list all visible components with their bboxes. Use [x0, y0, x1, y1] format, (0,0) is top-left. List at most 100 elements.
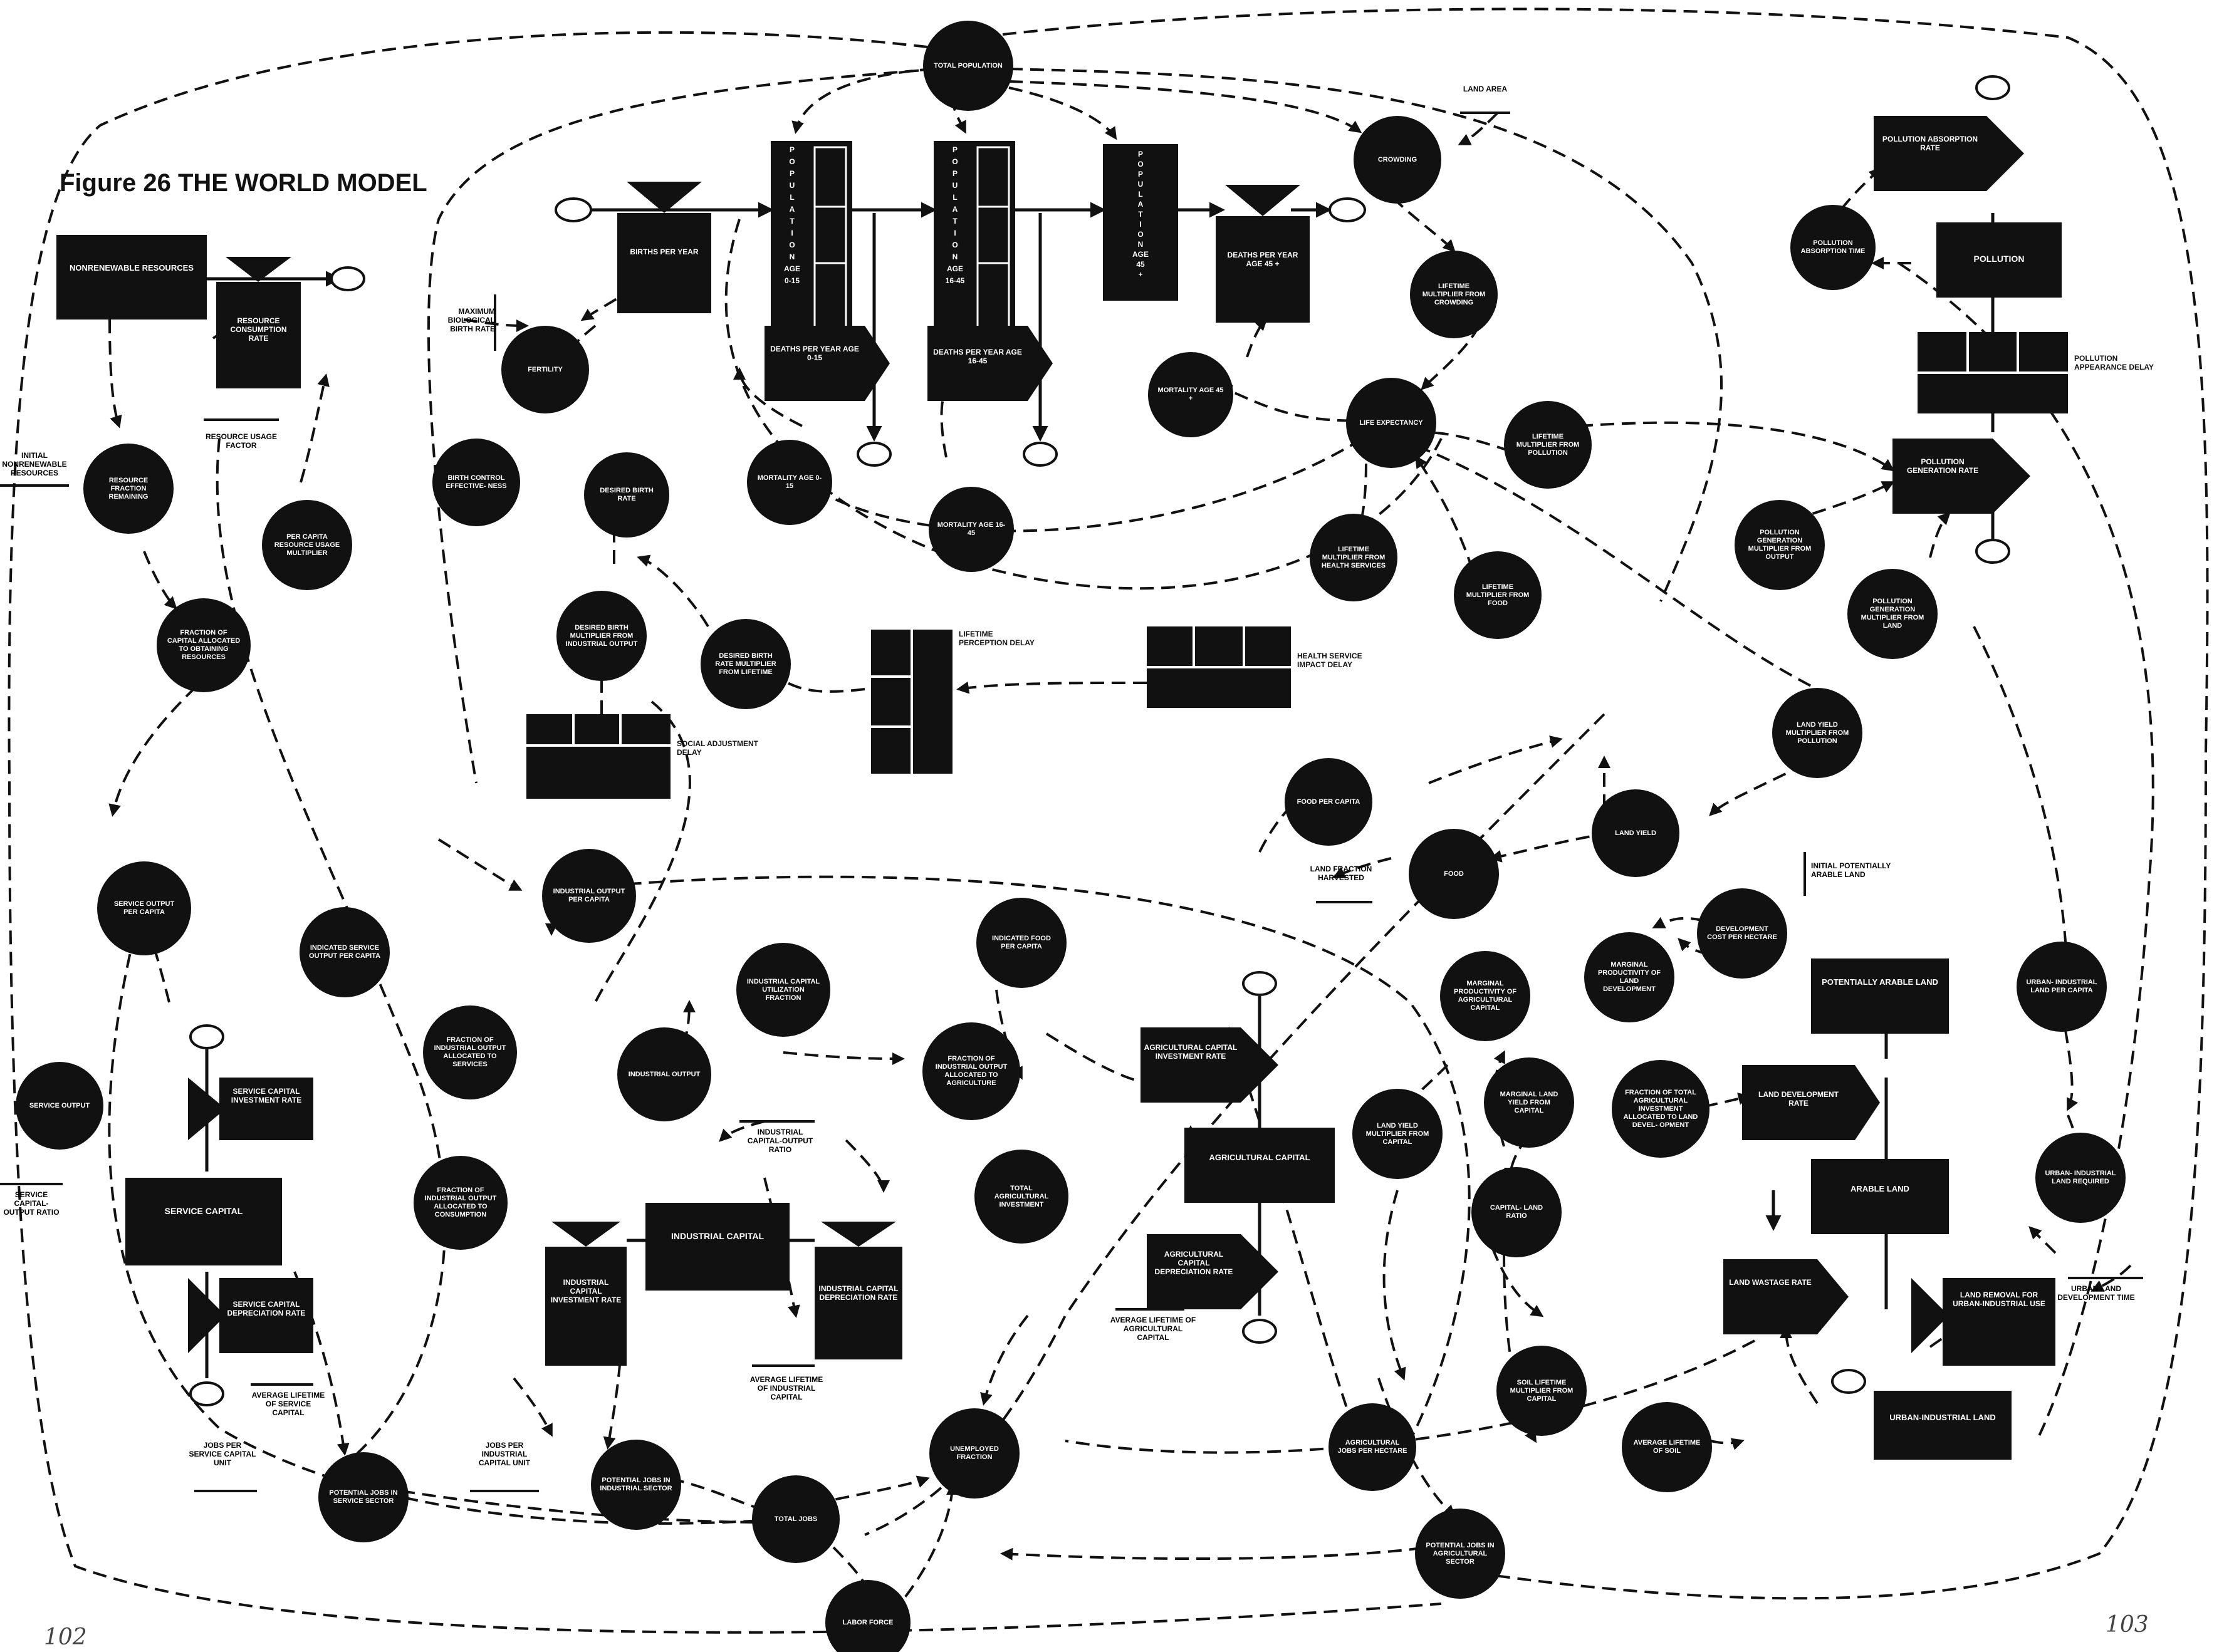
- aux-potential-jobs-agri: POTENTIAL JOBS IN AGRICULTURAL SECTOR: [1415, 1509, 1505, 1599]
- population-45-label: P O P U L A T I O N AGE 45 +: [1132, 150, 1149, 279]
- crowding-label: CROWDING: [1377, 155, 1417, 164]
- aux-total-jobs: TOTAL JOBS: [752, 1475, 840, 1563]
- land-yield-mult-capital-label: LAND YIELD MULTIPLIER FROM CAPITAL: [1365, 1121, 1429, 1146]
- aux-industrial-utilization: INDUSTRIAL CAPITAL UTILIZATION FRACTION: [736, 943, 830, 1037]
- service-capital-output-ratio-label: SERVICE CAPITAL-OUTPUT RATIO: [3, 1190, 60, 1217]
- jobs-per-industrial-unit-label: JOBS PER INDUSTRIAL CAPITAL UNIT: [478, 1441, 531, 1467]
- marginal-productivity-land-label: MARGINAL PRODUCTIVITY OF LAND DEVELOPMEN…: [1597, 961, 1661, 993]
- aux-average-lifetime-soil: AVERAGE LIFETIME OF SOIL: [1622, 1402, 1712, 1492]
- food-per-capita-label: FOOD PER CAPITA: [1297, 797, 1360, 806]
- cloud-icon: [1328, 197, 1366, 222]
- desired-birth-mult-lifetime-label: DESIRED BIRTH RATE MULTIPLIER FROM LIFET…: [715, 652, 776, 676]
- rate-land-wastage: LAND WASTAGE RATE: [1723, 1259, 1849, 1334]
- aux-potential-jobs-service: POTENTIAL JOBS IN SERVICE SECTOR: [318, 1452, 409, 1542]
- total-population-label: TOTAL POPULATION: [934, 61, 1003, 70]
- rate-deaths-16-45: DEATHS PER YEAR AGE 16-45: [927, 326, 1053, 401]
- industrial-utilization-label: INDUSTRIAL CAPITAL UTILIZATION FRACTION: [746, 977, 820, 1002]
- stock-service-capital: SERVICE CAPITAL: [125, 1178, 282, 1265]
- development-cost-label: DEVELOPMENT COST PER HECTARE: [1707, 925, 1777, 941]
- urban-development-time-label: URBAN LAND DEVELOPMENT TIME: [2057, 1284, 2135, 1302]
- mortality-16-45-label: MORTALITY AGE 16-45: [937, 521, 1006, 537]
- desired-birth-rate-label: DESIRED BIRTH RATE: [600, 487, 654, 502]
- resource-fraction-label: RESOURCE FRACTION REMAINING: [108, 476, 149, 501]
- delay-social-adjustment: SOCIAL ADJUSTMENT DELAY: [526, 714, 758, 799]
- marginal-productivity-ag-label: MARGINAL PRODUCTIVITY OF AGRICULTURAL CA…: [1453, 980, 1516, 1012]
- average-lifetime-agricultural-label: AVERAGE LIFETIME OF AGRICULTURAL CAPITAL: [1110, 1316, 1196, 1342]
- page-number-left: 102: [44, 1624, 87, 1650]
- fraction-capital-resources-label: FRACTION OF CAPITAL ALLOCATED TO OBTAINI…: [167, 629, 241, 661]
- aux-mortality-16-45: MORTALITY AGE 16-45: [929, 487, 1014, 572]
- rate-industrial-investment: INDUSTRIAL CAPITAL INVESTMENT RATE: [545, 1222, 627, 1366]
- cloud-icon: [1831, 1369, 1866, 1394]
- pollution-gen-mult-output-label: POLLUTION GENERATION MULTIPLIER FROM OUT…: [1748, 529, 1812, 561]
- fraction-services-label: FRACTION OF INDUSTRIAL OUTPUT ALLOCATED …: [434, 1036, 506, 1068]
- soil-lifetime-mult-label: SOIL LIFETIME MULTIPLIER FROM CAPITAL: [1510, 1378, 1574, 1403]
- aux-lifetime-mult-food: LIFETIME MULTIPLIER FROM FOOD: [1454, 551, 1542, 639]
- aux-pollution-gen-mult-output: POLLUTION GENERATION MULTIPLIER FROM OUT…: [1735, 500, 1825, 590]
- land-yield-mult-pollution-label: LAND YIELD MULTIPLIER FROM POLLUTION: [1785, 720, 1849, 745]
- indicated-food-label: INDICATED FOOD PER CAPITA: [992, 935, 1051, 950]
- stock-arable-land: ARABLE LAND: [1811, 1159, 1949, 1234]
- stock-population-45-plus: P O P U L A T I O N AGE 45 +: [1103, 144, 1178, 301]
- delay-lifetime-perception: LIFETIME PERCEPTION DELAY: [871, 630, 1035, 774]
- aux-land-yield: LAND YIELD: [1592, 789, 1679, 877]
- aux-agricultural-jobs: AGRICULTURAL JOBS PER HECTARE: [1328, 1403, 1416, 1491]
- rate-service-depreciation: SERVICE CAPITAL DEPRECIATION RATE: [188, 1278, 313, 1353]
- page-number-right: 103: [2106, 1612, 2149, 1638]
- stock-population-16-45: P O P U L A T I O N AGE 16-45: [934, 141, 1015, 335]
- constant-bars: [0, 112, 2143, 1492]
- aux-indicated-food: INDICATED FOOD PER CAPITA: [976, 898, 1067, 988]
- stock-population-0-15: P O P U L A T I O N AGE 0-15: [771, 141, 852, 335]
- aux-capital-land-ratio: CAPITAL- LAND RATIO: [1471, 1167, 1562, 1257]
- mortality-45-label: MORTALITY AGE 45 +: [1157, 387, 1224, 402]
- population-16-45-label: P O P U L A T I O N AGE 16-45: [945, 145, 965, 285]
- aux-food: FOOD: [1409, 829, 1499, 919]
- desired-birth-mult-output-label: DESIRED BIRTH MULTIPLIER FROM INDUSTRIAL…: [565, 623, 638, 648]
- figure-title: Figure 26 THE WORLD MODEL: [60, 169, 427, 197]
- aux-pollution-gen-mult-land: POLLUTION GENERATION MULTIPLIER FROM LAN…: [1847, 569, 1938, 659]
- aux-soil-lifetime-mult: SOIL LIFETIME MULTIPLIER FROM CAPITAL: [1496, 1346, 1587, 1436]
- stock-urban-industrial-land: URBAN-INDUSTRIAL LAND: [1874, 1391, 2012, 1460]
- industrial-output-per-capita-label: INDUSTRIAL OUTPUT PER CAPITA: [553, 888, 625, 903]
- cloud-icon: [330, 266, 365, 291]
- indicated-service-output-label: INDICATED SERVICE OUTPUT PER CAPITA: [308, 944, 381, 960]
- aux-fertility: FERTILITY: [501, 326, 589, 413]
- cloud-icons: [189, 75, 2010, 1406]
- aux-per-capita-resource-mult: PER CAPITA RESOURCE USAGE MULTIPLIER: [262, 500, 352, 590]
- service-output-per-capita-label: SERVICE OUTPUT PER CAPITA: [113, 900, 175, 916]
- rate-land-development: LAND DEVELOPMENT RATE: [1742, 1065, 1880, 1140]
- potential-jobs-industrial-label: POTENTIAL JOBS IN INDUSTRIAL SECTOR: [600, 1477, 672, 1492]
- aux-labor-force: LABOR FORCE: [825, 1580, 911, 1652]
- aux-total-agricultural-investment: TOTAL AGRICULTURAL INVESTMENT: [974, 1150, 1068, 1244]
- cloud-icon: [189, 1381, 224, 1406]
- aux-industrial-output-per-capita: INDUSTRIAL OUTPUT PER CAPITA: [542, 849, 636, 943]
- aux-industrial-output: INDUSTRIAL OUTPUT: [617, 1027, 711, 1121]
- initial-nonrenewable-label: INITIAL NONRENEWABLE RESOURCES: [2, 451, 67, 477]
- rate-pollution-absorption: POLLUTION ABSORPTION RATE: [1874, 116, 2024, 191]
- aux-service-output: SERVICE OUTPUT: [16, 1062, 103, 1150]
- cloud-icon: [1242, 1319, 1277, 1344]
- aux-mortality-45: MORTALITY AGE 45 +: [1148, 352, 1233, 437]
- aux-urban-land-per-capita: URBAN- INDUSTRIAL LAND PER CAPITA: [2017, 942, 2107, 1032]
- marginal-land-yield-label: MARGINAL LAND YIELD FROM CAPITAL: [1500, 1090, 1558, 1114]
- cloud-icon: [555, 197, 592, 222]
- auxiliary-nodes: TOTAL POPULATION CROWDING LIFETIME MULTIPL…: [16, 21, 2126, 1652]
- labor-force-label: LABOR FORCE: [842, 1618, 894, 1626]
- aux-food-per-capita: FOOD PER CAPITA: [1285, 758, 1372, 846]
- aux-unemployed-fraction: UNEMPLOYED FRACTION: [929, 1408, 1020, 1499]
- stock-nonrenewable-resources: NONRENEWABLE RESOURCES: [56, 235, 207, 319]
- aux-land-yield-mult-pollution: LAND YIELD MULTIPLIER FROM POLLUTION: [1772, 688, 1862, 778]
- aux-desired-birth-mult-output: DESIRED BIRTH MULTIPLIER FROM INDUSTRIAL…: [556, 591, 647, 681]
- fertility-label: FERTILITY: [528, 365, 563, 373]
- per-capita-resource-mult-label: PER CAPITA RESOURCE USAGE MULTIPLIER: [274, 532, 340, 557]
- aux-resource-fraction: RESOURCE FRACTION REMAINING: [83, 444, 174, 534]
- fraction-agriculture-label: FRACTION OF INDUSTRIAL OUTPUT ALLOCATED …: [935, 1055, 1008, 1087]
- aux-fraction-capital-resources: FRACTION OF CAPITAL ALLOCATED TO OBTAINI…: [157, 598, 251, 692]
- industrial-output-label: INDUSTRIAL OUTPUT: [628, 1070, 701, 1078]
- rate-service-investment: SERVICE CAPITAL INVESTMENT RATE: [188, 1078, 313, 1140]
- industrial-capital-output-ratio-label: INDUSTRIAL CAPITAL-OUTPUT RATIO: [747, 1128, 813, 1154]
- life-expectancy-label: LIFE EXPECTANCY: [1359, 418, 1423, 427]
- aux-mortality-0-15: MORTALITY AGE 0-15: [747, 440, 832, 525]
- aux-total-population: TOTAL POPULATION: [923, 21, 1013, 111]
